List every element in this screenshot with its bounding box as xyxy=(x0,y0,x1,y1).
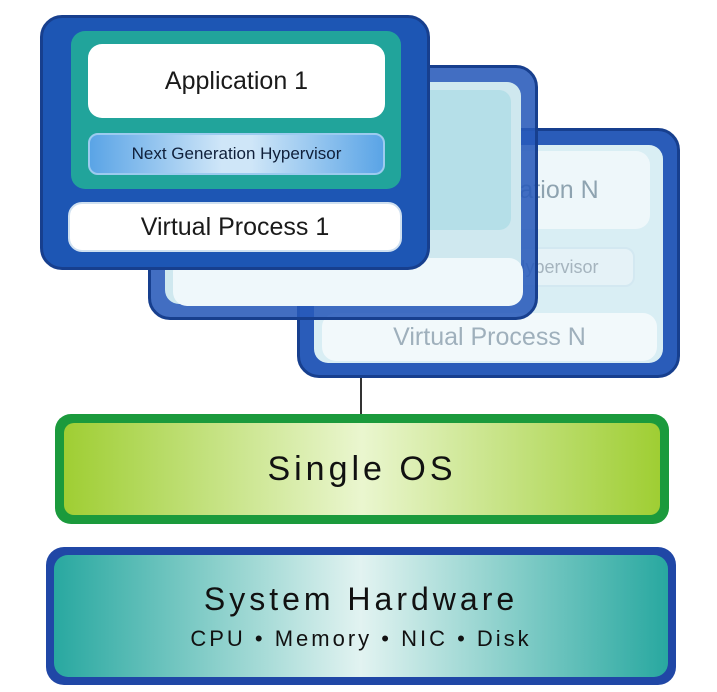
vm-card-n-process: Virtual Process N xyxy=(322,313,657,361)
system-hardware-panel: System Hardware CPU • Memory • NIC • Dis… xyxy=(54,555,668,677)
vm-os-connector xyxy=(360,378,362,418)
single-os-layer: Single OS xyxy=(55,414,669,524)
vm-card-1-hypervisor: Next Generation Hypervisor xyxy=(88,133,385,175)
vm-card-1-application-label: Application 1 xyxy=(164,66,309,95)
system-hardware-layer: System Hardware CPU • Memory • NIC • Dis… xyxy=(46,547,676,685)
system-hardware-title: System Hardware xyxy=(203,580,519,617)
vm-card-1-process: Virtual Process 1 xyxy=(68,202,402,252)
vm-card-1: Application 1 Next Generation Hypervisor… xyxy=(40,15,430,270)
vm-card-1-process-label: Virtual Process 1 xyxy=(140,212,330,241)
system-hardware-components: CPU • Memory • NIC • Disk xyxy=(190,625,532,651)
vm-card-1-application: Application 1 xyxy=(88,44,385,118)
single-os-panel: Single OS xyxy=(64,423,660,515)
vm-card-1-hypervisor-label: Next Generation Hypervisor xyxy=(131,144,342,163)
vm-card-n-process-label: Virtual Process N xyxy=(393,322,586,351)
single-os-label: Single OS xyxy=(267,449,457,488)
